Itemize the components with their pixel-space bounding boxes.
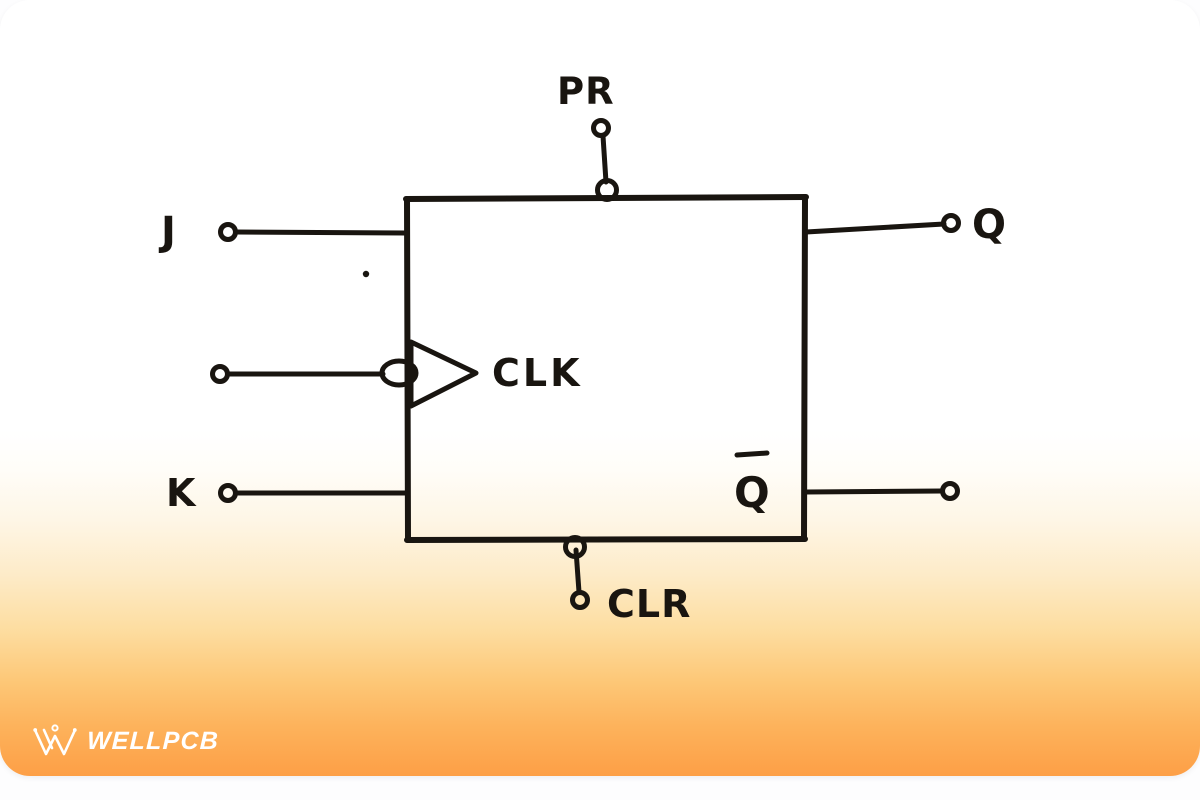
pin-clk[interactable]: CLK (210, 339, 583, 409)
pr-lead-wire (600, 133, 609, 185)
qbar-terminal-circle[interactable] (940, 481, 960, 501)
clk-label: CLK (492, 351, 583, 395)
qbar-overline-bar (734, 450, 770, 458)
clk-terminal-circle[interactable] (210, 364, 230, 384)
k-terminal-circle[interactable] (218, 483, 238, 503)
pr-terminal-circle[interactable] (591, 118, 611, 138)
diagram-card: PR J CLK (0, 0, 1200, 776)
qbar-lead-wire (803, 488, 945, 495)
pin-q[interactable]: Q (803, 202, 1006, 248)
pin-j[interactable]: J (158, 209, 409, 255)
pr-inversion-bubble-icon (595, 178, 619, 202)
clr-label: CLR (607, 582, 691, 626)
pin-k[interactable]: K (166, 471, 409, 515)
q-label: Q (972, 202, 1006, 248)
pr-label: PR (557, 70, 615, 113)
clk-edge-trigger-triangle-icon (408, 339, 479, 409)
q-lead-wire (803, 221, 947, 235)
pin-pr[interactable]: PR (557, 70, 619, 202)
clr-inversion-bubble-icon (563, 535, 587, 559)
wellpcb-brand-text: WELLPCB (86, 726, 220, 755)
j-label: J (158, 209, 176, 255)
k-label: K (166, 471, 197, 515)
wellpcb-w-logo-icon (33, 724, 77, 756)
q-terminal-circle[interactable] (941, 213, 961, 233)
wellpcb-watermark: WELLPCB (32, 718, 220, 764)
jk-flip-flop-diagram: PR J CLK (158, 70, 1006, 627)
clk-inversion-bubble-icon (379, 358, 419, 388)
pin-qbar[interactable]: Q (734, 450, 960, 517)
j-terminal-circle[interactable] (218, 222, 238, 242)
stray-ink-dot (362, 270, 370, 278)
pin-clr[interactable]: CLR (563, 535, 692, 627)
qbar-label: Q (734, 468, 770, 517)
j-lead-wire (233, 229, 409, 236)
clr-terminal-circle[interactable] (570, 590, 590, 610)
